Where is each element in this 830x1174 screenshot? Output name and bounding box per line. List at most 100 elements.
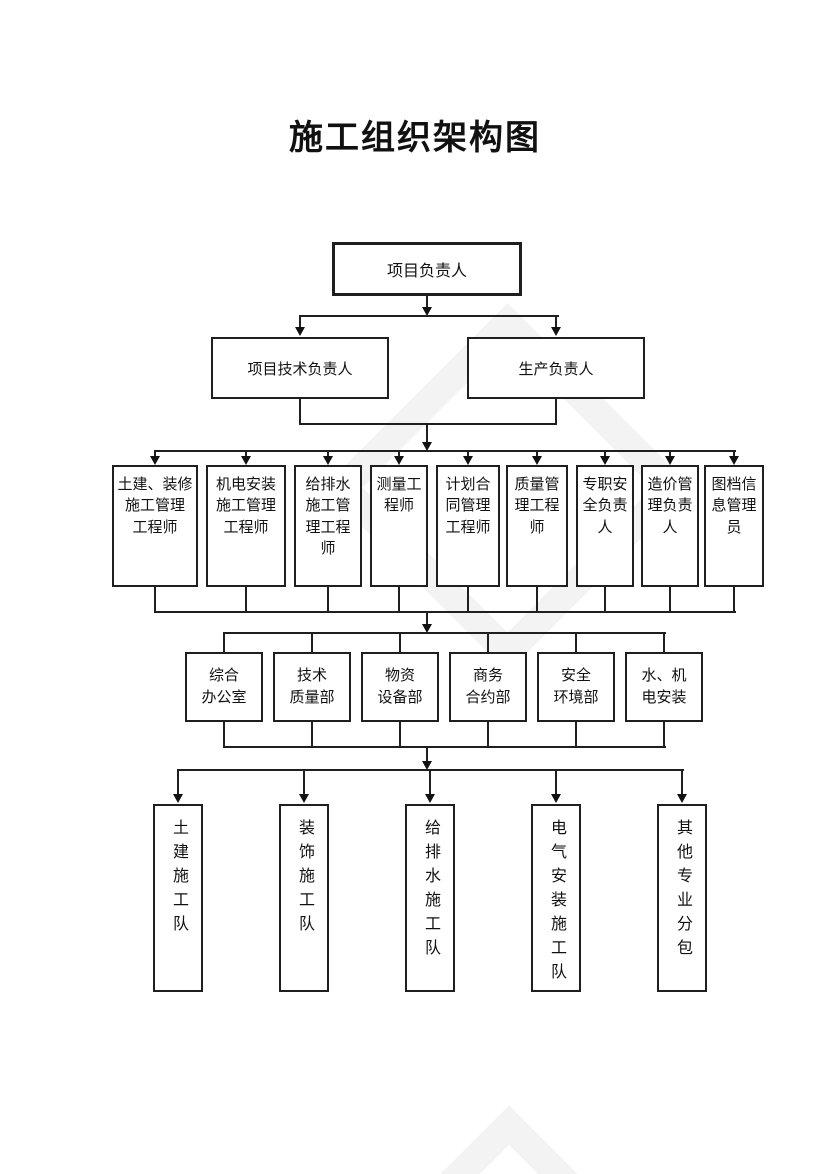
box-plumbing-team: 给排水施工队 [405,804,455,992]
connector-vline [426,613,428,625]
connector-vline [733,587,735,613]
connector-vline [429,771,431,795]
connector-vline [426,296,428,308]
connector-vline [426,748,428,762]
connector-vline [398,587,400,613]
connector-vline [536,587,538,613]
connector-vline [663,722,665,748]
connector-hline [299,423,557,425]
box-plan-contract-engineer: 计划合 同管理 工程师 [436,465,500,587]
box-material-equipment-dept: 物资 设备部 [361,652,439,722]
connector-arrowhead [551,794,561,803]
box-label: 给排水施工队 [422,819,439,963]
connector-vline [487,634,489,652]
box-general-office: 综合 办公室 [185,652,263,722]
connector-arrowhead [173,794,183,803]
connector-vline [487,722,489,748]
connector-vline [399,634,401,652]
box-safety-environment-dept: 安全 环境部 [537,652,615,722]
connector-arrowhead [299,794,309,803]
connector-vline [177,771,179,795]
box-civil-construction-team: 土建施工队 [153,804,203,992]
connector-vline [299,399,301,425]
watermark-diamond [329,1105,689,1174]
connector-arrowhead [729,456,739,465]
connector-vline [555,771,557,795]
connector-arrowhead [532,456,542,465]
connector-arrowhead [150,456,160,465]
connector-bus-line [223,746,666,748]
connector-arrowhead [677,794,687,803]
connector-vline [669,452,671,457]
connector-vline [663,634,665,652]
box-water-mech-elec-install: 水、机 电安装 [625,652,703,722]
box-decoration-team: 装饰施工队 [279,804,329,992]
connector-vline [154,452,156,457]
box-electrical-install-team: 电气安装施工队 [531,804,581,992]
connector-arrowhead [665,456,675,465]
connector-arrowhead [551,327,561,336]
connector-vline [604,452,606,457]
connector-vline [303,771,305,795]
connector-arrowhead [422,442,432,451]
connector-vline [604,587,606,613]
connector-arrowhead [394,456,404,465]
box-mech-elec-install-engineer: 机电安装 施工管理 工程师 [206,465,286,587]
connector-vline [555,399,557,425]
box-document-info-manager: 图档信 息管理 员 [704,465,764,587]
box-label: 土建施工队 [170,819,187,939]
connector-vline [669,587,671,613]
connector-vline [555,317,557,327]
connector-vline [467,452,469,457]
box-commercial-contract-dept: 商务 合约部 [449,652,527,722]
box-project-leader: 项目负责人 [332,242,522,296]
connector-vline [327,452,329,457]
box-survey-engineer: 测量工 程师 [370,465,428,587]
connector-vline [467,587,469,613]
box-label: 其他专业分包 [674,819,691,963]
connector-vline [327,587,329,613]
connector-vline [245,587,247,613]
connector-vline [154,587,156,613]
box-quality-engineer: 质量管 理工程 师 [506,465,568,587]
box-safety-officer: 专职安 全负责 人 [576,465,634,587]
connector-arrowhead [295,327,305,336]
box-other-subcontractors: 其他专业分包 [657,804,707,992]
page-title: 施工组织架构图 [289,119,541,157]
connector-vline [426,425,428,442]
connector-vline [223,722,225,748]
box-tech-quality-dept: 技术 质量部 [273,652,351,722]
connector-arrowhead [241,456,251,465]
connector-arrowhead [600,456,610,465]
connector-vline [398,452,400,457]
box-production-leader: 生产负责人 [467,337,645,399]
connector-vline [681,771,683,795]
connector-vline [399,722,401,748]
connector-vline [733,452,735,457]
connector-vline [536,452,538,457]
connector-arrowhead [323,456,333,465]
connector-vline [311,634,313,652]
connector-bus-line [223,632,666,634]
box-label: 电气安装施工队 [548,819,565,987]
box-cost-manager: 造价管 理负责 人 [641,465,699,587]
connector-vline [299,317,301,327]
connector-vline [311,722,313,748]
connector-bus-line [154,450,736,452]
connector-bus-line [154,611,736,613]
connector-arrowhead [422,761,432,770]
connector-vline [575,634,577,652]
connector-vline [223,634,225,652]
connector-bus-line [177,769,684,771]
box-plumbing-engineer: 给排水 施工管 理工程 师 [294,465,362,587]
box-label: 装饰施工队 [296,819,313,939]
connector-arrowhead [422,307,432,316]
box-civil-decoration-engineer: 土建、装修 施工管理 工程师 [112,465,198,587]
connector-arrowhead [422,624,432,633]
connector-hline [299,315,559,317]
connector-vline [575,722,577,748]
connector-arrowhead [463,456,473,465]
connector-arrowhead [425,794,435,803]
connector-vline [245,452,247,457]
